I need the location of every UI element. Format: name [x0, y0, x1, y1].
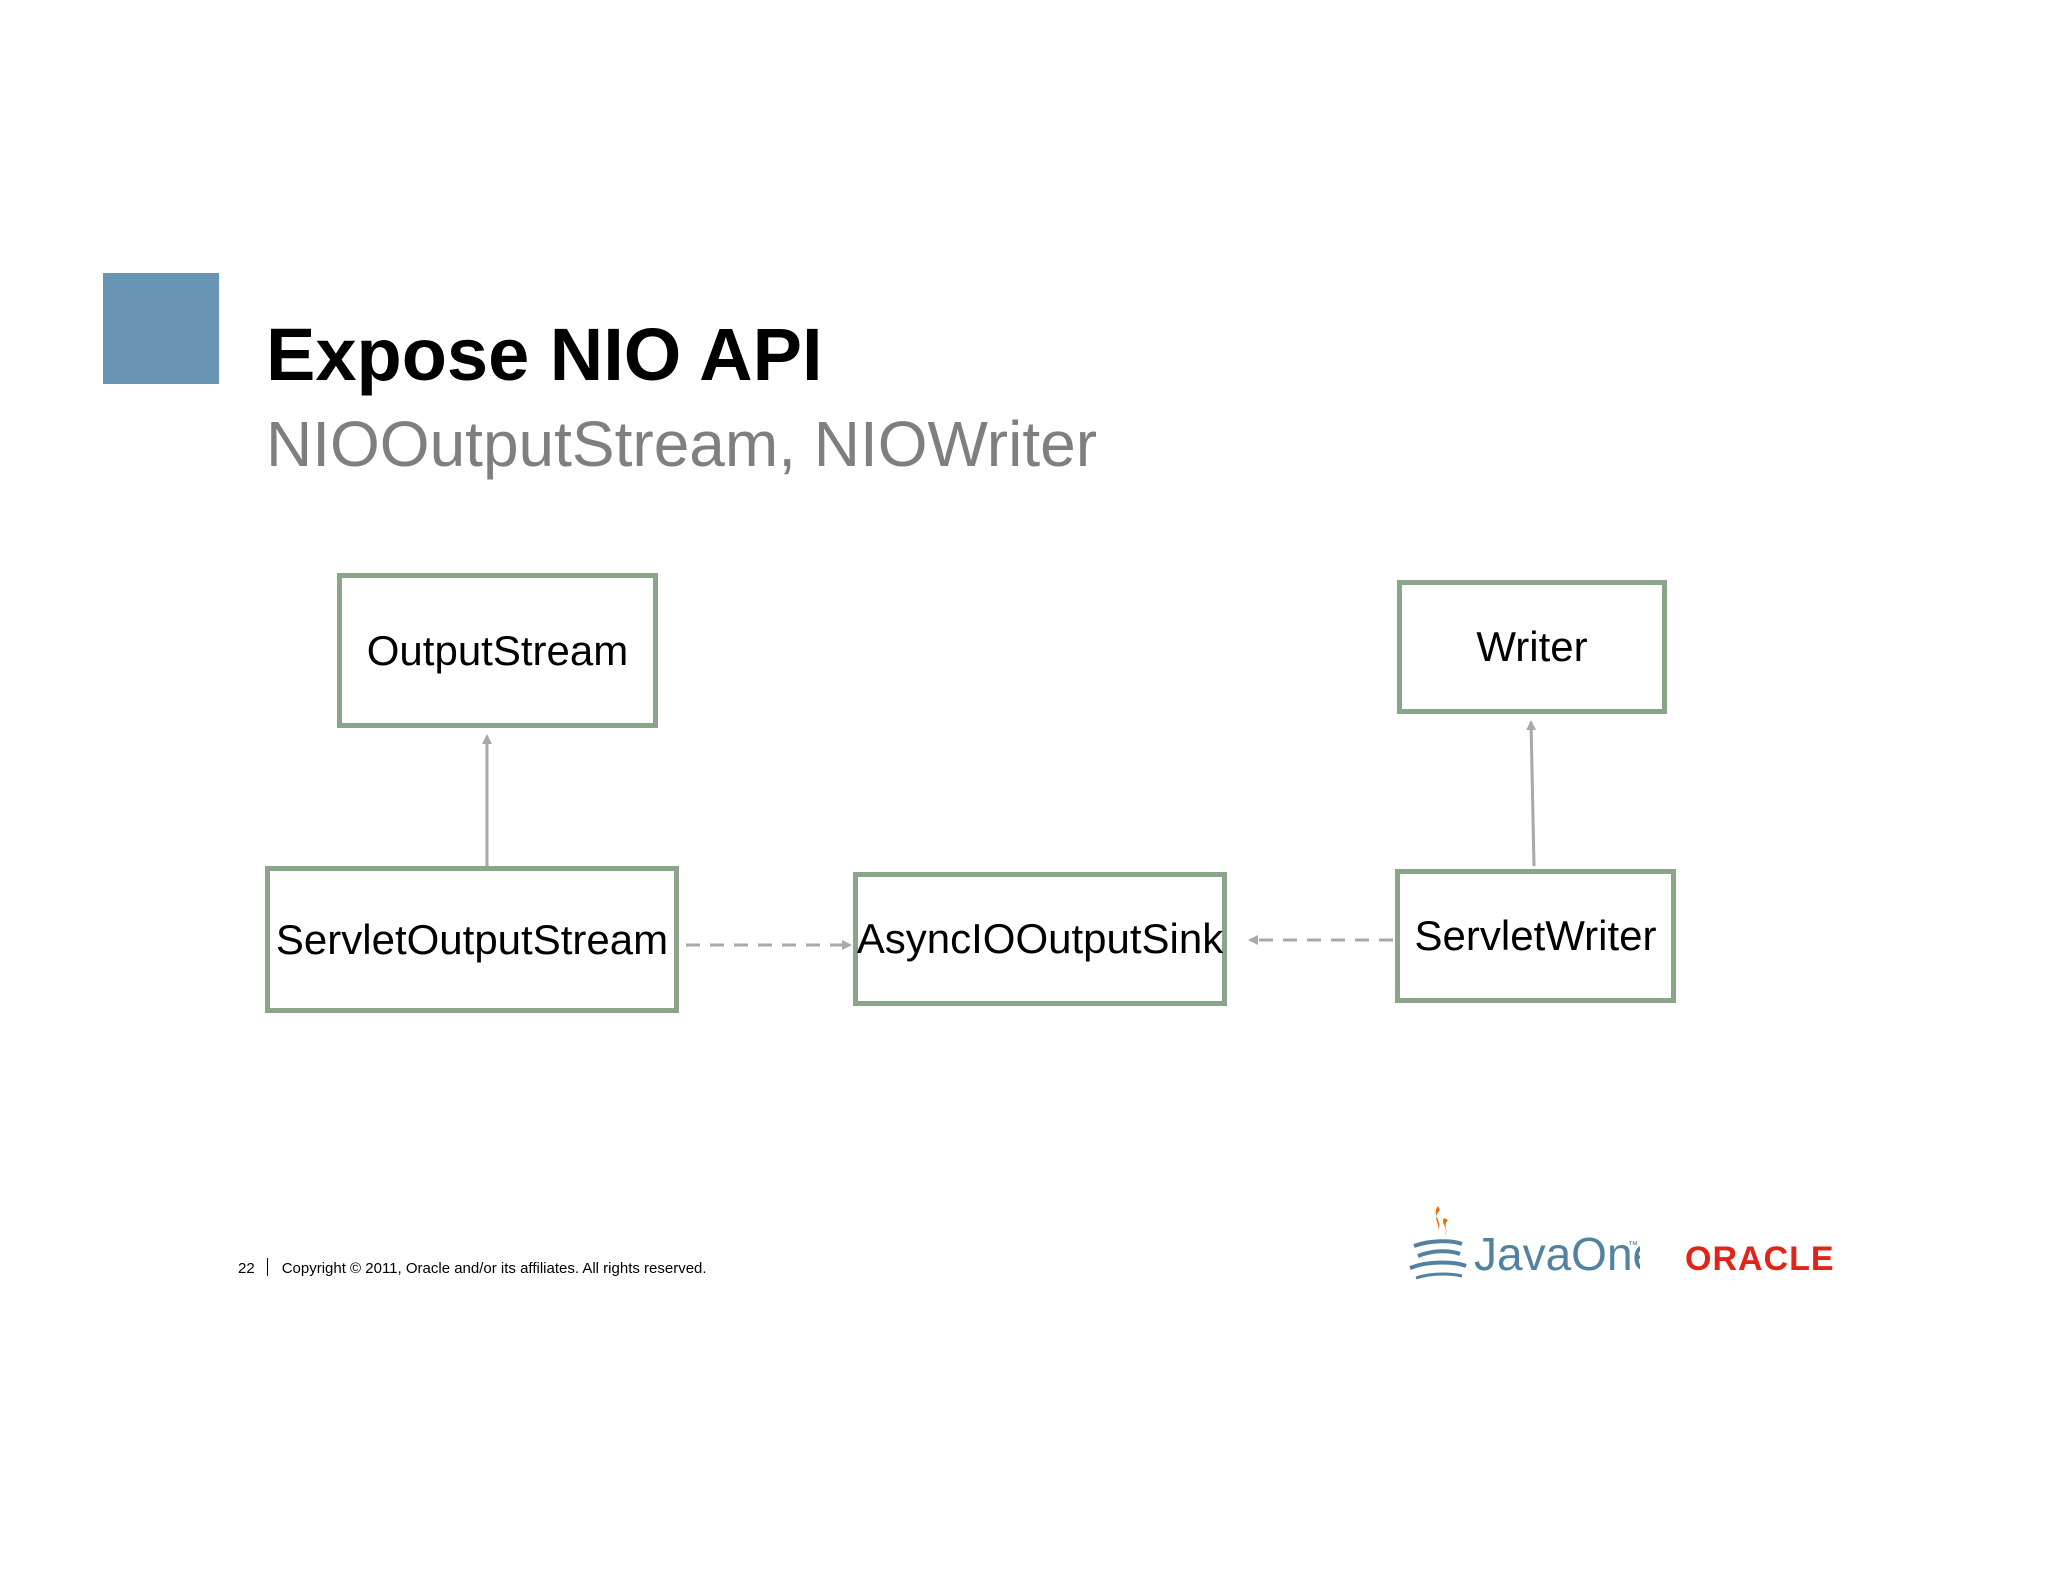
slide-title: Expose NIO API [266, 313, 823, 396]
copyright-text: Copyright © 2011, Oracle and/or its affi… [281, 1260, 707, 1277]
node-servletoutputstream: ServletOutputStream [265, 866, 679, 1013]
node-servletwriter-label: ServletWriter [1414, 912, 1657, 959]
node-writer: Writer [1397, 580, 1667, 714]
node-outputstream-label: OutputStream [366, 626, 629, 674]
slide-footer: 22 Copyright © 2011, Oracle and/or its af… [238, 1258, 707, 1277]
javaone-wordmark: JavaOne [1474, 1228, 1640, 1280]
edge-servletwriter-to-writer [1526, 720, 1537, 867]
node-writer-label: Writer [1476, 623, 1588, 670]
oracle-logo: ORACLE [1685, 1240, 1835, 1277]
node-asynciooutputsink-label: AsyncIOOutputSink [856, 915, 1224, 962]
title-accent-square [103, 273, 219, 384]
node-servletoutputstream-label: ServletOutputStream [275, 915, 669, 963]
javaone-logo: JavaOne ™ [1409, 1206, 1640, 1280]
javaone-trademark: ™ [1628, 1240, 1638, 1251]
slide-subtitle: NIOOutputStream, NIOWriter [266, 408, 1097, 480]
footer-divider [266, 1258, 268, 1276]
node-outputstream: OutputStream [337, 573, 658, 728]
oracle-wordmark: ORACLE [1685, 1240, 1835, 1277]
node-asynciooutputsink: AsyncIOOutputSink [853, 872, 1227, 1006]
page-number: 22 [238, 1260, 255, 1277]
node-servletwriter: ServletWriter [1395, 869, 1676, 1003]
